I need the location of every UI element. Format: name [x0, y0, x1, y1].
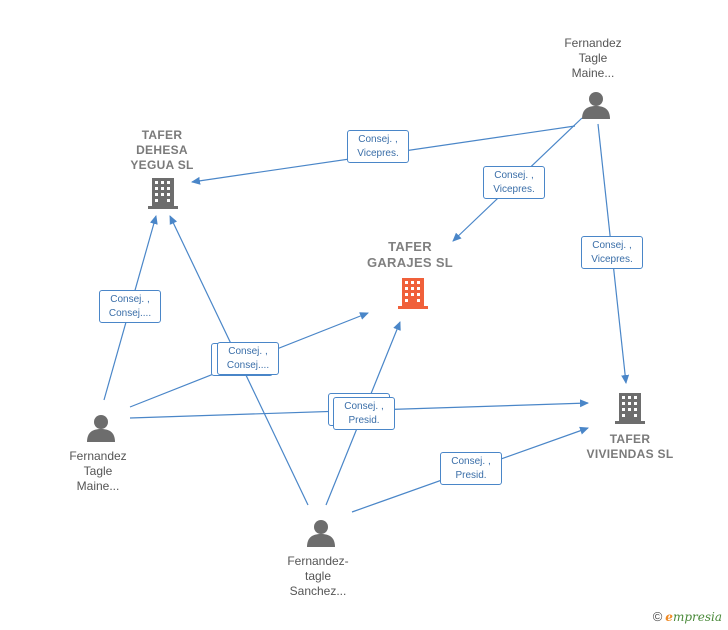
edge-label-line: Vicepres.	[357, 148, 399, 159]
building-icon[interactable]	[615, 393, 645, 424]
edge-label-line: Consej. ,	[344, 401, 384, 412]
building-icon[interactable]	[148, 178, 178, 209]
copyright-symbol: ©	[652, 609, 663, 624]
person-label-left[interactable]: Fernandez Tagle Maine...	[69, 449, 127, 493]
edge-label[interactable]: Consej. , Consej....	[217, 342, 279, 375]
edge-label-line: Consej. ,	[592, 240, 632, 251]
company-label-garajes[interactable]: TAFER GARAJES SL	[366, 239, 454, 270]
company-label-dehesa[interactable]: TAFER DEHESA YEGUA SL	[130, 128, 194, 172]
edge-label-line: Consej. ,	[494, 170, 534, 181]
edge-label-line: Presid.	[348, 415, 380, 426]
person-icon[interactable]	[307, 520, 335, 547]
edge-label[interactable]: Consej. , Presid.	[333, 397, 395, 430]
edge-label-line: Consej. ,	[451, 456, 491, 467]
edge-label[interactable]: Consej. , Vicepres.	[347, 130, 409, 163]
company-label-viviendas[interactable]: TAFER VIVIENDAS SL	[586, 432, 674, 461]
edge-label[interactable]: Consej. , Vicepres.	[483, 166, 545, 199]
edge-label-line: Presid.	[455, 470, 487, 481]
edge-label[interactable]: Consej. , Consej....	[99, 290, 161, 323]
edge-label[interactable]: Consej. , Presid.	[440, 452, 502, 485]
edge-label-line: Consej. ,	[110, 294, 150, 305]
edge-label-line: Vicepres.	[493, 184, 535, 195]
edge-label-line: Consej....	[226, 360, 270, 371]
edge-label-line: Vicepres.	[591, 254, 633, 265]
edge-label-line: Consej. ,	[358, 134, 398, 145]
brand-e: e	[665, 610, 673, 624]
brand-logo: ©empresia	[653, 609, 722, 624]
person-icon[interactable]	[582, 92, 610, 119]
edge-label-line: Consej....	[108, 308, 152, 319]
brand-name: mpresia	[672, 610, 722, 624]
edge-label-line: Consej. ,	[228, 346, 268, 357]
edge-label[interactable]: Consej. , Vicepres.	[581, 236, 643, 269]
person-icon[interactable]	[87, 415, 115, 442]
building-icon-main[interactable]	[398, 278, 428, 309]
person-label-top-right[interactable]: Fernandez Tagle Maine...	[564, 36, 622, 80]
person-label-bottom[interactable]: Fernandez- tagle Sanchez...	[287, 554, 349, 598]
